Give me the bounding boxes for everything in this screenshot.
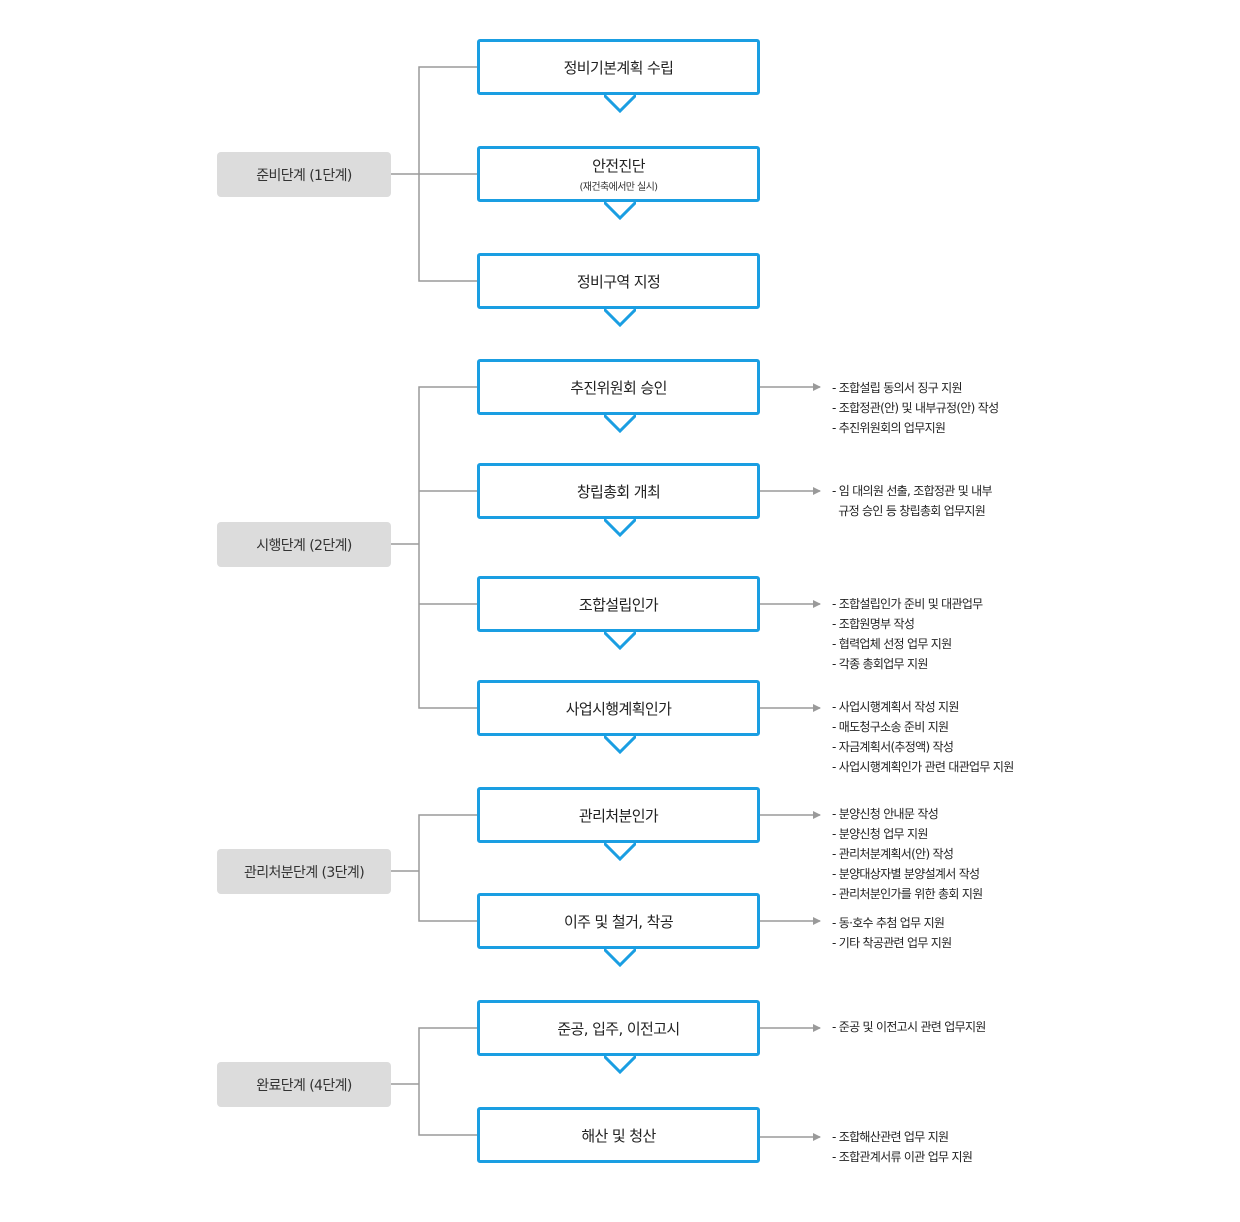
stage-label-4: 완료단계 (4단계) xyxy=(217,1062,391,1107)
note-item: - 조합관계서류 이관 업무 지원 xyxy=(832,1150,973,1164)
note-item: - 준공 및 이전고시 관련 업무지원 xyxy=(832,1020,986,1034)
note-item: - 관리처분계획서(안) 작성 xyxy=(832,847,954,861)
note-item: - 임 대의원 선출, 조합정관 및 내부 xyxy=(832,484,993,498)
note-item: - 협력업체 선정 업무 지원 xyxy=(832,637,952,651)
step-management-disposal: 관리처분인가 xyxy=(477,787,760,843)
step-subtitle: (재건축에서만 실시) xyxy=(579,182,659,193)
step-founding-meeting: 창립총회 개최 xyxy=(477,463,760,519)
note-item: - 매도청구소송 준비 지원 xyxy=(832,720,949,734)
notes-management-disposal: - 분양신청 안내문 작성 - 분양신청 업무 지원 - 관리처분계획서(안) … xyxy=(832,804,983,904)
step-title: 조합설립인가 xyxy=(578,595,659,614)
down-pointer-icon xyxy=(604,843,636,861)
notes-completion-notice: - 준공 및 이전고시 관련 업무지원 xyxy=(832,1017,986,1037)
step-title: 창립총회 개최 xyxy=(576,482,661,501)
note-item: - 동·호수 추첨 업무 지원 xyxy=(832,916,945,930)
notes-project-plan-approval: - 사업시행계획서 작성 지원 - 매도청구소송 준비 지원 - 자금계획서(추… xyxy=(832,697,1014,777)
step-relocation-demolition: 이주 및 철거, 착공 xyxy=(477,893,760,949)
step-safety-inspection: 안전진단 (재건축에서만 실시) xyxy=(477,146,760,202)
note-item: - 조합설립인가 준비 및 대관업무 xyxy=(832,597,983,611)
note-item: - 기타 착공관련 업무 지원 xyxy=(832,936,952,950)
step-zone-designation: 정비구역 지정 xyxy=(477,253,760,309)
note-item: - 각종 총회업무 지원 xyxy=(832,657,928,671)
step-title: 안전진단 xyxy=(592,157,645,175)
step-title: 정비구역 지정 xyxy=(576,272,661,291)
note-item: - 추진위원회의 업무지원 xyxy=(832,421,946,435)
down-pointer-icon xyxy=(604,95,636,113)
note-item: - 조합원명부 작성 xyxy=(832,617,915,631)
step-title: 준공, 입주, 이전고시 xyxy=(557,1019,680,1038)
stage-label-2: 시행단계 (2단계) xyxy=(217,522,391,567)
note-item: - 조합해산관련 업무 지원 xyxy=(832,1130,949,1144)
step-title: 해산 및 청산 xyxy=(581,1126,656,1145)
notes-dissolution: - 조합해산관련 업무 지원 - 조합관계서류 이관 업무 지원 xyxy=(832,1127,973,1167)
note-item: - 분양대상자별 분양설계서 작성 xyxy=(832,867,980,881)
step-project-plan-approval: 사업시행계획인가 xyxy=(477,680,760,736)
down-pointer-icon xyxy=(604,309,636,327)
step-title: 추진위원회 승인 xyxy=(570,378,667,397)
step-basic-plan: 정비기본계획 수립 xyxy=(477,39,760,95)
down-pointer-icon xyxy=(604,202,636,220)
down-pointer-icon xyxy=(604,519,636,537)
down-pointer-icon xyxy=(604,736,636,754)
note-item: - 조합정관(안) 및 내부규정(안) 작성 xyxy=(832,401,999,415)
down-pointer-icon xyxy=(604,415,636,433)
notes-committee-approval: - 조합설립 동의서 징구 지원 - 조합정관(안) 및 내부규정(안) 작성 … xyxy=(832,378,999,438)
step-title: 이주 및 철거, 착공 xyxy=(563,912,674,931)
note-item: - 자금계획서(추정액) 작성 xyxy=(832,740,954,754)
down-pointer-icon xyxy=(604,632,636,650)
step-association-approval: 조합설립인가 xyxy=(477,576,760,632)
notes-association-approval: - 조합설립인가 준비 및 대관업무 - 조합원명부 작성 - 협력업체 선정 … xyxy=(832,594,983,674)
down-pointer-icon xyxy=(604,1056,636,1074)
note-item: - 사업시행계획인가 관련 대관업무 지원 xyxy=(832,760,1014,774)
step-title: 관리처분인가 xyxy=(578,806,659,825)
step-committee-approval: 추진위원회 승인 xyxy=(477,359,760,415)
step-title: 정비기본계획 수립 xyxy=(563,58,674,77)
note-item: - 조합설립 동의서 징구 지원 xyxy=(832,381,963,395)
notes-relocation-demolition: - 동·호수 추첨 업무 지원 - 기타 착공관련 업무 지원 xyxy=(832,913,952,953)
note-item: - 사업시행계획서 작성 지원 xyxy=(832,700,959,714)
stage-label-3: 관리처분단계 (3단계) xyxy=(217,849,391,894)
stage-label-1: 준비단계 (1단계) xyxy=(217,152,391,197)
step-dissolution: 해산 및 청산 xyxy=(477,1107,760,1163)
note-item: - 관리처분인가를 위한 총회 지원 xyxy=(832,887,983,901)
step-completion-notice: 준공, 입주, 이전고시 xyxy=(477,1000,760,1056)
note-item: - 분양신청 업무 지원 xyxy=(832,827,928,841)
note-item: - 분양신청 안내문 작성 xyxy=(832,807,939,821)
down-pointer-icon xyxy=(604,949,636,967)
note-item: 규정 승인 등 창립총회 업무지원 xyxy=(832,504,986,518)
step-title: 사업시행계획인가 xyxy=(565,699,672,718)
notes-founding-meeting: - 임 대의원 선출, 조합정관 및 내부 규정 승인 등 창립총회 업무지원 xyxy=(832,481,993,521)
